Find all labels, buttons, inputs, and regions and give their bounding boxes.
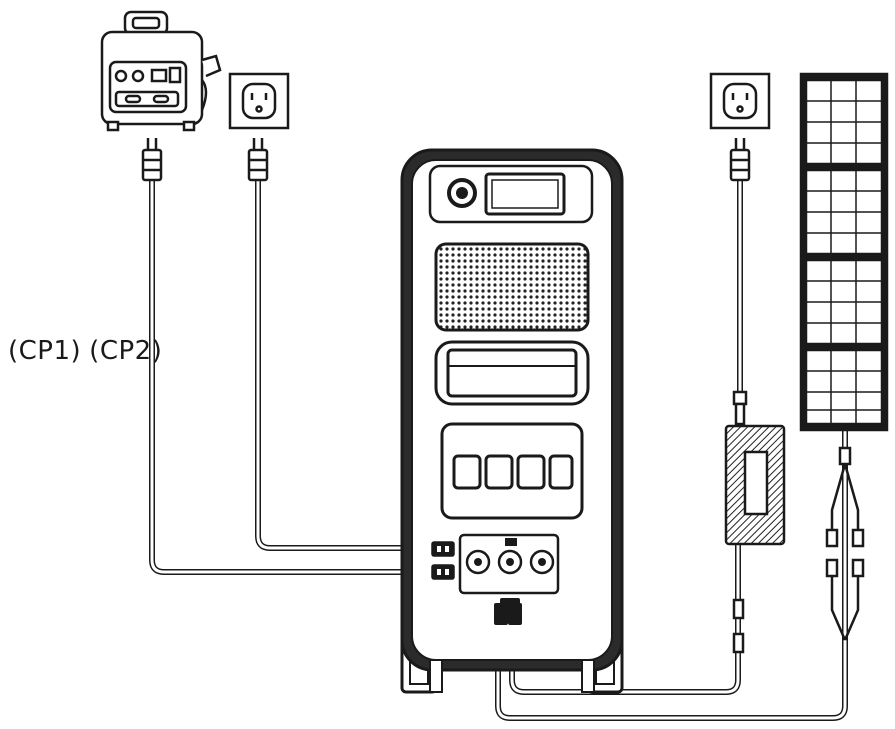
cp2-label: (CP2) <box>89 336 163 366</box>
generator-cable <box>149 180 432 575</box>
adapter-output-cable <box>509 545 741 695</box>
power-station-icon <box>400 148 624 694</box>
solar-connector-icon <box>825 446 865 641</box>
cp-labels: (CP1)(CP2) <box>8 336 170 366</box>
outlet-left-cable <box>255 180 432 551</box>
generator-plug-icon <box>141 138 163 182</box>
power-adapter-icon <box>724 390 786 654</box>
wall-outlet-left-icon <box>228 72 290 130</box>
solar-cable <box>495 430 848 721</box>
generator-icon <box>100 10 222 132</box>
outlet-left-plug-icon <box>247 138 269 182</box>
wall-outlet-right-icon <box>709 72 771 130</box>
outlet-right-plug-icon <box>729 138 751 182</box>
cp1-label: (CP1) <box>8 336 82 366</box>
solar-panel-icon <box>799 72 889 432</box>
